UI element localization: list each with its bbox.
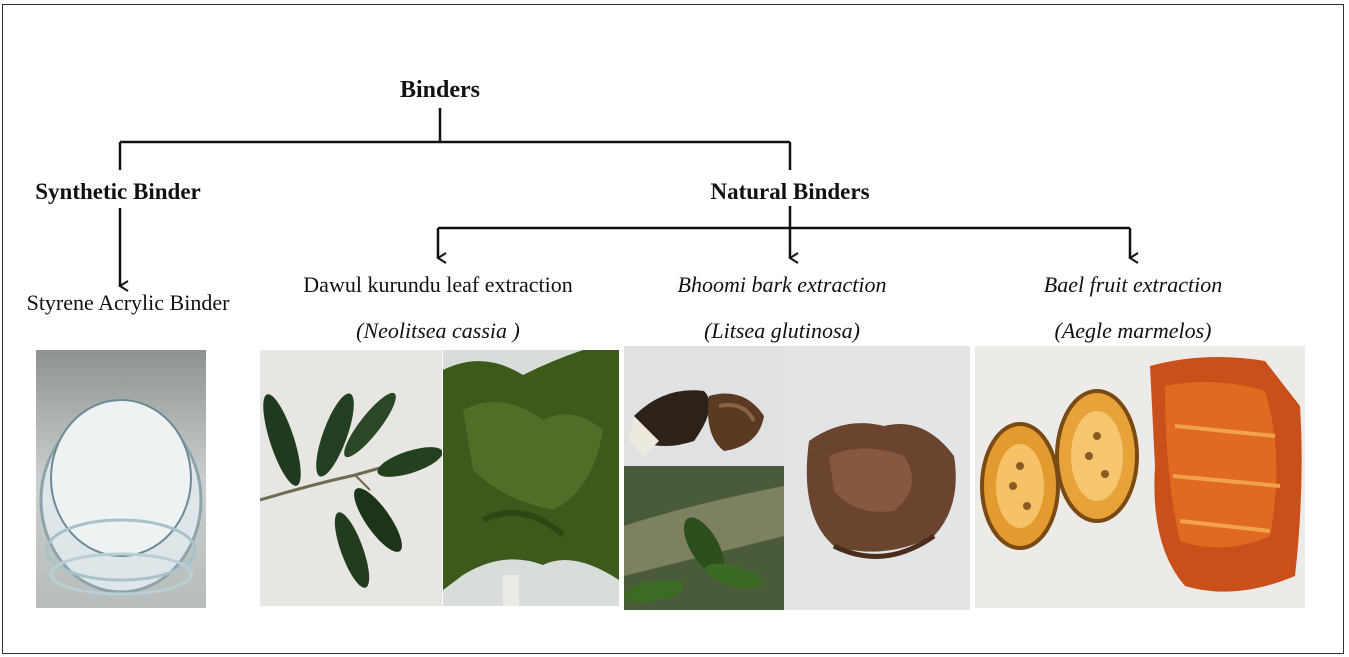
leaf-branch-icon [260,350,442,606]
bhoomi-scientific: (Litsea glutinosa) [704,320,860,342]
root-label: Binders [400,78,480,102]
dawul-scientific: (Neolitsea cassia ) [356,320,520,342]
styrene-label: Styrene Acrylic Binder [27,292,230,314]
petri-dish-icon [36,350,206,608]
tree-branch-icon [624,466,784,610]
brown-bark-paste-icon [784,346,970,610]
bael-scientific: (Aegle marmelos) [1054,320,1211,342]
natural-label: Natural Binders [710,180,869,203]
synthetic-label: Synthetic Binder [35,180,200,203]
bael-label: Bael fruit extraction [1044,274,1222,296]
green-leaf-paste-icon [443,350,619,606]
dawul-label: Dawul kurundu leaf extraction [303,274,572,296]
bhoomi-label: Bhoomi bark extraction [678,274,887,296]
bael-fruit-halves-icon [975,346,1145,608]
orange-fruit-pulp-icon [1145,346,1305,608]
bark-pieces-icon [624,346,784,466]
